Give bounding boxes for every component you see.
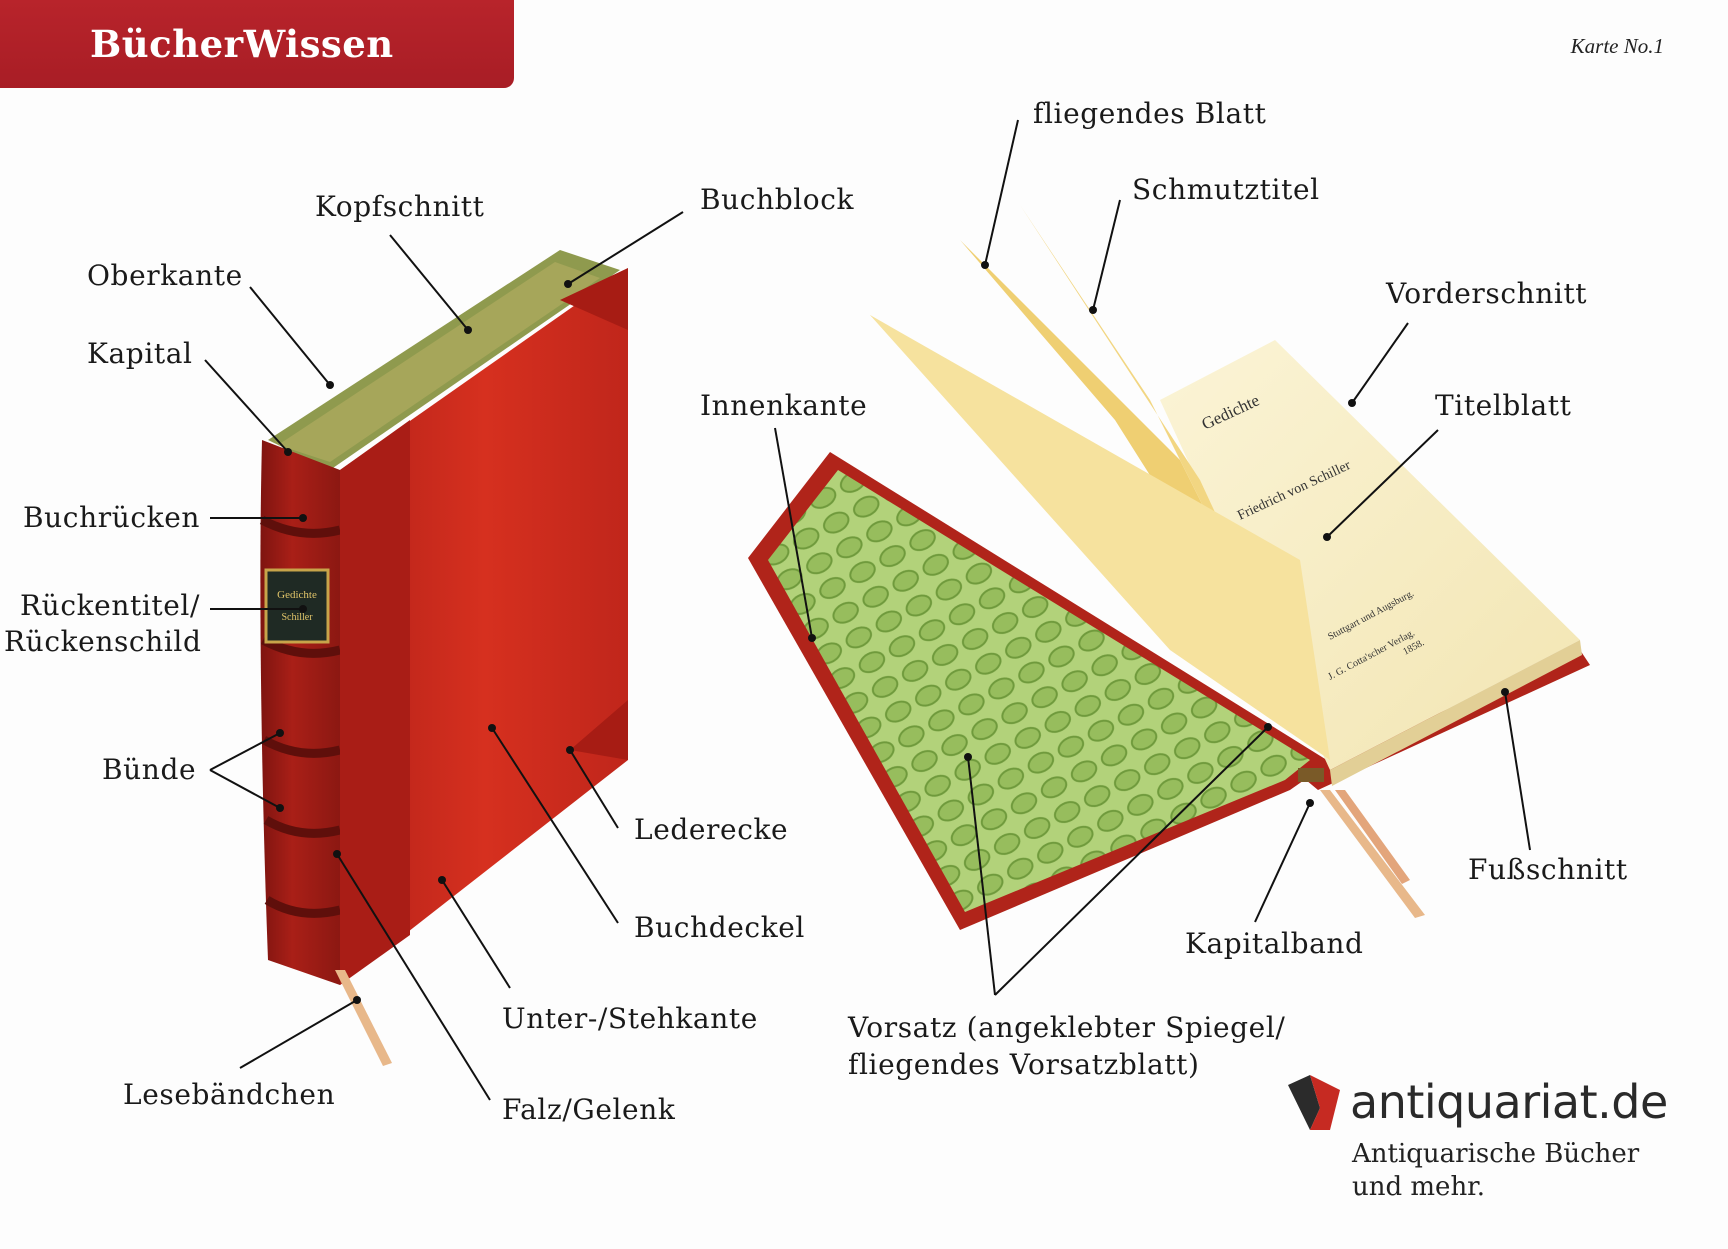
spine-label-text-1: Gedichte: [277, 589, 317, 601]
label-titelblatt: Titelblatt: [1435, 389, 1572, 422]
leader-buende-1: [209, 732, 281, 771]
band: [260, 636, 342, 658]
closed-book: Gedichte Schiller: [259, 250, 628, 1066]
cover-leather-strip: [340, 420, 410, 985]
open-book: Gedichte Friedrich von Schiller Stuttgar…: [748, 205, 1590, 930]
leader-lederecke: [569, 749, 619, 829]
leader-innenkante: [774, 427, 813, 639]
label-schmutztitel: Schmutztitel: [1132, 173, 1320, 206]
page-bottom-edge: [1330, 640, 1582, 786]
label-vorsatz-1: Vorsatz (angeklebter Spiegel/: [848, 1011, 1286, 1044]
label-buchruecken: Buchrücken: [23, 501, 200, 534]
fly-leaf-front: [870, 315, 1330, 760]
leader-buende-2: [209, 769, 281, 809]
leader-vorsatz-2: [994, 726, 1269, 996]
leader-vorsatz-1: [967, 756, 996, 996]
ribbon-open-2: [1335, 790, 1410, 884]
header-tab: BücherWissen: [0, 0, 514, 88]
label-fliegendes-blatt: fliegendes Blatt: [1033, 97, 1267, 130]
leader-buchblock: [567, 211, 684, 285]
label-buchdeckel: Buchdeckel: [634, 911, 805, 944]
headband: [1298, 768, 1324, 782]
label-oberkante: Oberkante: [87, 259, 243, 292]
header-title: BücherWissen: [90, 22, 394, 66]
label-buchblock: Buchblock: [700, 183, 855, 216]
ribbon-open-1: [1320, 790, 1425, 918]
leader-kopfschnitt: [389, 234, 469, 331]
title-page: [1160, 340, 1580, 770]
band: [259, 515, 342, 538]
leader-dots: [276, 261, 1509, 1004]
ribbon-bookmark: [335, 970, 392, 1066]
leader-unterkante: [441, 879, 511, 989]
top-edge-paper: [278, 262, 600, 462]
label-innenkante: Innenkante: [700, 389, 868, 422]
label-vorsatz-2: fliegendes Vorsatzblatt): [848, 1048, 1200, 1081]
leader-falz: [336, 853, 491, 1101]
leader-vorderschnitt: [1351, 322, 1409, 404]
label-vorderschnitt: Vorderschnitt: [1386, 277, 1588, 310]
leather-corner: [570, 700, 628, 760]
label-lederecke: Lederecke: [634, 813, 789, 846]
leather-corner: [560, 268, 628, 330]
label-rueckentitel-2: Rückenschild: [4, 625, 202, 658]
leader-oberkante: [249, 286, 331, 386]
card-number: Karte No.1: [1570, 34, 1664, 58]
label-kapital: Kapital: [87, 337, 193, 370]
leader-lines: [204, 119, 1531, 1101]
leader-titelblatt: [1326, 429, 1439, 538]
band: [261, 736, 342, 758]
label-unterkante: Unter-/Stehkante: [502, 1002, 758, 1035]
front-cover: [340, 268, 628, 985]
band: [263, 816, 342, 838]
label-fussschnitt: Fußschnitt: [1468, 853, 1628, 886]
spine-label: [264, 568, 330, 644]
label-falz: Falz/Gelenk: [502, 1093, 676, 1126]
label-kapitalband: Kapitalband: [1185, 927, 1364, 960]
spine-label-text-2: Schiller: [281, 612, 313, 623]
leader-fliegendes-blatt: [984, 119, 1019, 266]
brand-tagline: Antiquarische Bücher und mehr.: [1352, 1139, 1640, 1202]
brand-name: antiquariat.de: [1350, 1075, 1668, 1129]
endpaper-pattern: [768, 470, 1310, 912]
leader-fussschnitt: [1504, 691, 1531, 851]
leader-buchdeckel: [491, 727, 619, 924]
brand-logo-icon: [1288, 1075, 1340, 1130]
label-buende: Bünde: [102, 753, 197, 786]
leader-schmutztitel: [1092, 199, 1121, 311]
band: [264, 896, 342, 918]
leader-lesebaendchen: [239, 999, 358, 1069]
label-rueckentitel-1: Rückentitel/: [20, 589, 200, 622]
label-kopfschnitt: Kopfschnitt: [315, 190, 485, 223]
label-lesebaendchen: Lesebändchen: [123, 1078, 336, 1111]
leader-kapitalband: [1254, 802, 1311, 923]
leader-kapital: [204, 359, 289, 453]
